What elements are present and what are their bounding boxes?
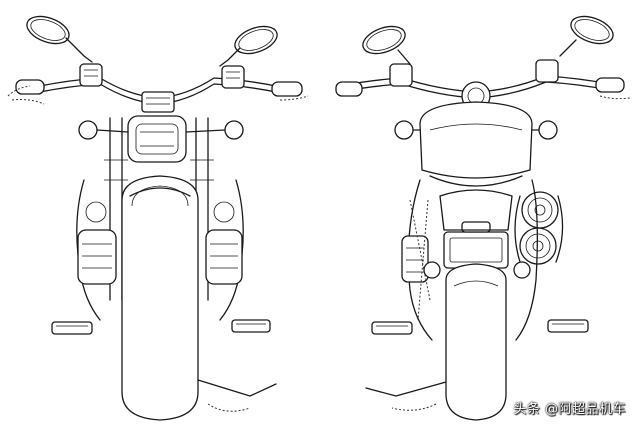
rear-right-mirror bbox=[559, 15, 614, 57]
rear-tank bbox=[394, 101, 558, 187]
front-headlight bbox=[78, 91, 244, 163]
front-engine bbox=[76, 179, 244, 321]
front-footpegs bbox=[51, 319, 271, 335]
front-left-mirror bbox=[26, 15, 93, 63]
front-kickstand bbox=[197, 379, 277, 412]
rear-kickstand bbox=[365, 381, 447, 411]
front-handlebar bbox=[7, 63, 309, 105]
rear-handlebar bbox=[335, 59, 631, 111]
rear-view bbox=[335, 15, 631, 421]
watermark: 头条 @阿超品机车 bbox=[513, 402, 626, 417]
rear-exhaust bbox=[514, 191, 564, 265]
front-tire bbox=[121, 175, 199, 421]
rear-frame bbox=[401, 179, 538, 341]
front-right-mirror bbox=[219, 25, 278, 67]
rear-left-mirror bbox=[362, 25, 411, 65]
front-view bbox=[7, 15, 309, 421]
rear-footpegs bbox=[371, 319, 589, 335]
rear-license-plate bbox=[423, 221, 531, 279]
rear-tire bbox=[439, 189, 513, 421]
